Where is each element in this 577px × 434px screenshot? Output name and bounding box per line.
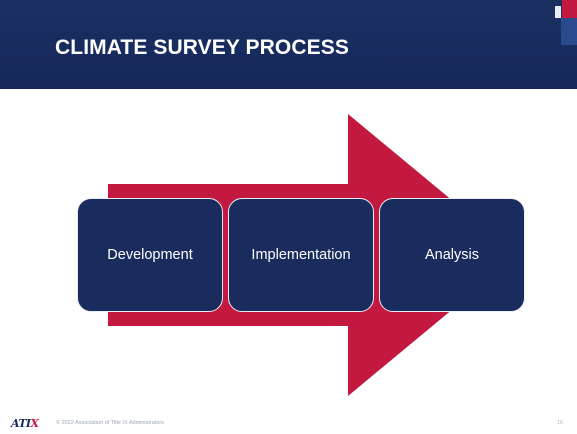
step-box-analysis: Analysis [379,198,525,312]
logo-main-text: ATI [11,417,31,430]
step-label: Analysis [425,247,479,263]
atixa-logo: ATIX [11,417,39,430]
corner-accent-blue [561,18,577,45]
logo-accent-text: X [30,417,39,430]
step-box-implementation: Implementation [228,198,374,312]
step-box-development: Development [77,198,223,312]
page-number: 16 [557,420,564,426]
step-label: Implementation [251,247,351,263]
corner-accent-red [562,0,577,18]
copyright-text: © 2022 Association of Title IX Administr… [56,420,164,426]
title-bar: CLIMATE SURVEY PROCESS [0,0,577,89]
step-label: Development [107,247,193,263]
corner-accent-light [555,6,561,18]
slide-title: CLIMATE SURVEY PROCESS [55,36,349,59]
